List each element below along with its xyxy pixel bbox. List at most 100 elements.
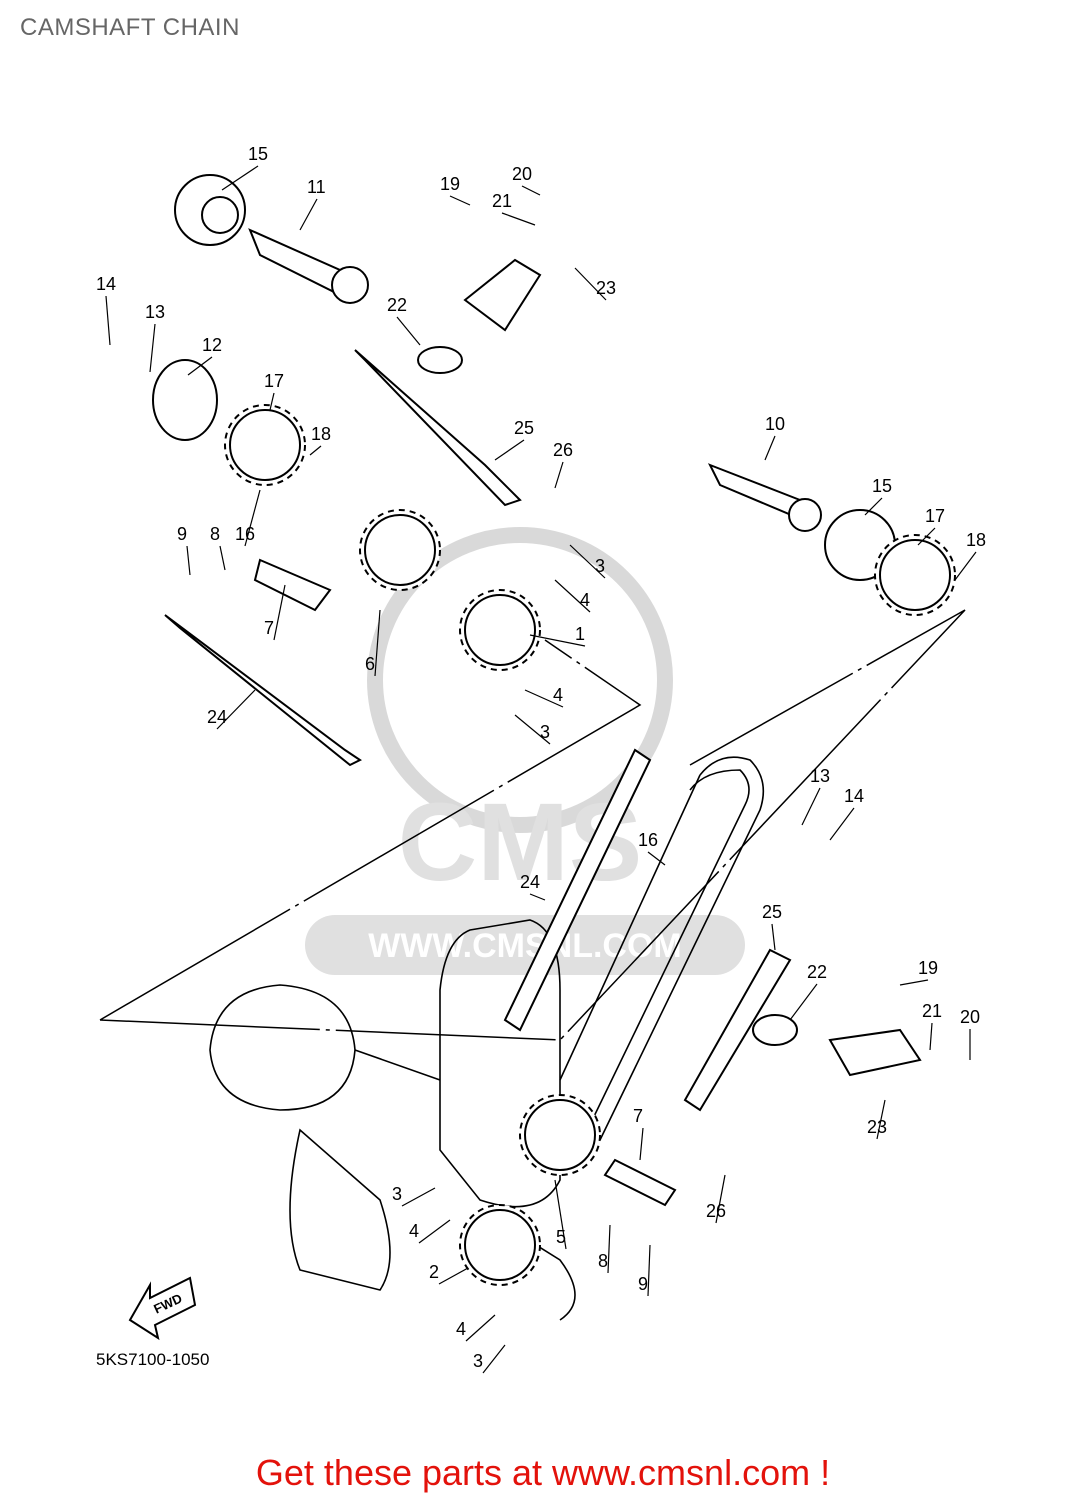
leader-line — [554, 579, 591, 613]
chain-guide-upper — [164, 614, 362, 767]
shaft-7-lower — [603, 1158, 677, 1207]
leader-line — [569, 544, 606, 579]
callout-c22a: 22 — [387, 295, 407, 315]
leader-line — [221, 165, 259, 191]
callout-c4c: 4 — [409, 1221, 419, 1241]
leader-line — [273, 584, 286, 641]
tensioner-guide — [683, 948, 792, 1112]
callout-c25a: 25 — [514, 418, 534, 438]
callout-c26a: 26 — [553, 440, 573, 460]
callout-c8a: 8 — [210, 524, 220, 544]
leader-line — [216, 689, 256, 730]
callout-c18b: 18 — [966, 530, 986, 550]
leader-line — [514, 714, 551, 745]
leader-line — [482, 1344, 506, 1374]
callout-c15b: 15 — [872, 476, 892, 496]
leader-line — [244, 489, 261, 547]
callout-c13a: 13 — [145, 302, 165, 322]
leader-line — [309, 445, 322, 456]
callout-c7b: 7 — [633, 1106, 643, 1126]
plate-12 — [152, 359, 218, 441]
callout-c10: 10 — [765, 414, 785, 434]
idler-gear-6 — [359, 509, 441, 591]
camshaft-exhaust — [707, 463, 896, 581]
leader-line — [501, 212, 536, 226]
callout-c22b: 22 — [807, 962, 827, 982]
leader-line — [401, 1187, 436, 1207]
callout-c19a: 19 — [440, 174, 460, 194]
leader-line — [764, 435, 776, 461]
leader-line — [187, 356, 213, 376]
drive-gear-2 — [459, 1204, 541, 1286]
callout-c4d: 4 — [456, 1319, 466, 1339]
leader-line — [771, 923, 776, 951]
leader-line — [829, 807, 855, 841]
callout-c17a: 17 — [264, 371, 284, 391]
leader-line — [639, 1127, 644, 1161]
leader-line — [418, 1219, 451, 1244]
call-to-action[interactable]: Get these parts at www.cmsnl.com ! — [255, 1452, 831, 1493]
idler-gear-5 — [519, 1094, 601, 1176]
callout-c11: 11 — [307, 177, 326, 197]
leader-line — [917, 527, 936, 546]
leader-line — [899, 979, 929, 986]
leader-line — [801, 787, 821, 826]
callout-c16b: 16 — [638, 830, 658, 850]
drive-gear-1 — [459, 589, 541, 671]
leader-line — [219, 545, 226, 571]
camshaft-intake — [174, 174, 369, 304]
callout-c1: 1 — [575, 624, 585, 644]
leader-line — [876, 1099, 886, 1140]
leader-line — [607, 1224, 611, 1274]
leader-line — [789, 983, 818, 1021]
callout-c6: 6 — [365, 654, 375, 674]
leader-line — [105, 295, 111, 346]
leader-line — [396, 316, 421, 346]
assembly-frame-line — [99, 609, 966, 1041]
callout-c3c: 3 — [392, 1184, 402, 1204]
callout-c17b: 17 — [925, 506, 945, 526]
callout-c14b: 14 — [844, 786, 864, 806]
tensioner-guide-upper — [354, 349, 522, 507]
leader-line — [554, 461, 564, 489]
chain-guide-front — [503, 748, 652, 1032]
leader-line — [929, 1022, 933, 1051]
callout-c8b: 8 — [598, 1251, 608, 1271]
part-code: 5KS7100-1050 — [96, 1350, 210, 1369]
chain-tensioner-upper — [417, 258, 542, 374]
leader-line — [449, 195, 471, 206]
leader-line — [438, 1267, 469, 1285]
callout-c9a: 9 — [177, 524, 187, 544]
leader-line — [647, 851, 666, 866]
page-title: CAMSHAFT CHAIN — [20, 14, 240, 41]
leader-line — [529, 893, 546, 901]
leader-line — [715, 1174, 726, 1224]
leader-line — [647, 1244, 651, 1297]
leader-line — [269, 392, 275, 411]
leader-line — [864, 497, 883, 516]
callout-c7a: 7 — [264, 618, 274, 638]
callout-c4a: 4 — [580, 590, 590, 610]
callout-c3d: 3 — [473, 1351, 483, 1371]
leader-line — [299, 198, 318, 231]
callout-c3a: 3 — [595, 556, 605, 576]
cam-sprocket-upper — [224, 404, 306, 486]
leader-line — [374, 609, 381, 677]
camshaft-chain — [559, 756, 765, 1141]
callout-c2: 2 — [429, 1262, 439, 1282]
callout-c20a: 20 — [512, 164, 532, 184]
callout-c5: 5 — [556, 1227, 566, 1247]
leader-line — [521, 185, 541, 196]
callout-c24a: 24 — [207, 707, 227, 727]
callout-c3b: 3 — [540, 722, 550, 742]
callout-c18a: 18 — [311, 424, 331, 444]
callout-c16a: 16 — [235, 524, 255, 544]
callout-c23a: 23 — [596, 278, 616, 298]
leader-line — [574, 267, 607, 301]
leader-line — [529, 634, 586, 647]
callout-c19b: 19 — [918, 958, 938, 978]
fwd-arrow-icon: FWD — [128, 1276, 197, 1341]
leader-line — [954, 551, 977, 581]
